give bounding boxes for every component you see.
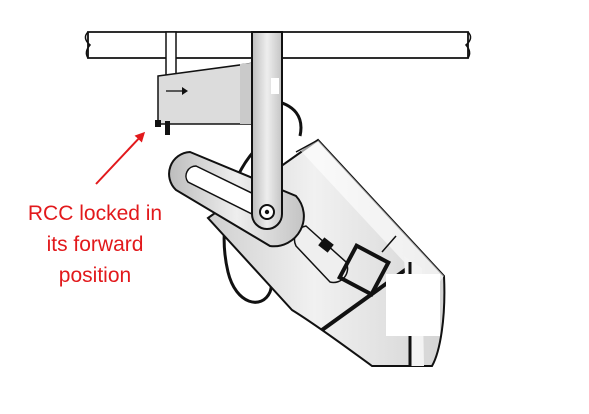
- callout-line-3: position: [58, 264, 132, 287]
- callout-line-2: its forward: [46, 233, 144, 256]
- square-handle: [336, 235, 397, 298]
- yoke-bar: [251, 31, 283, 230]
- callout-label: RCC locked in its forward position: [10, 198, 180, 291]
- callout-line-1: RCC locked in: [27, 202, 163, 225]
- hanger-rod: [165, 31, 177, 79]
- callout-arrow: [95, 131, 146, 185]
